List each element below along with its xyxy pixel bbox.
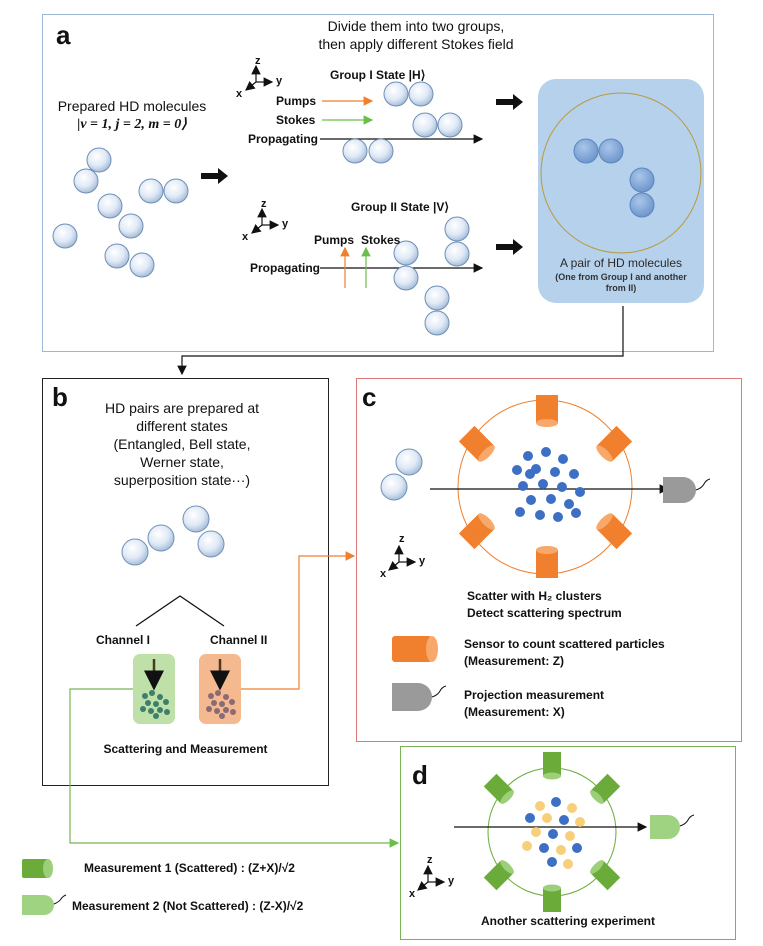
- heading-line-2: then apply different Stokes field: [318, 36, 514, 52]
- connector-b-d: [69, 688, 400, 848]
- stokes-label-1: Stokes: [276, 113, 316, 127]
- axis-x-d: x: [409, 888, 416, 900]
- panel-d-label: d: [412, 760, 428, 790]
- legend-m2: Measurement 2 (Not Scattered) : (Z-X)/√2: [72, 899, 304, 913]
- b-text-line-5: superposition state···): [113, 472, 251, 488]
- axis-y-a1: y: [276, 75, 283, 87]
- axes-icon-d: [417, 864, 446, 891]
- sensor-bottom-left: [458, 513, 495, 550]
- projection-detector-c: [663, 477, 711, 503]
- axes-icon-a1: [245, 64, 274, 91]
- legend-m2-icon: [22, 894, 67, 915]
- axis-x-c: x: [380, 568, 387, 580]
- sensor-d-bottom-right: [590, 860, 621, 891]
- b-bottom-label: Scattering and Measurement: [103, 742, 268, 756]
- proj-line-2: (Measurement: X): [464, 705, 565, 719]
- sensor-d-top-right: [590, 773, 621, 804]
- panel-c-molecules: [380, 448, 423, 501]
- axis-x-a1: x: [236, 88, 243, 100]
- scatter-line-2: Detect scattering spectrum: [467, 606, 622, 620]
- pair-box: [538, 79, 704, 303]
- channel-2-label: Channel II: [210, 633, 268, 647]
- propagating-label-1: Propagating: [248, 132, 319, 146]
- sensor-d-bottom-left: [483, 860, 514, 891]
- panel-d: [400, 746, 736, 940]
- pair-label: A pair of HD molecules: [559, 256, 683, 270]
- stokes-label-2: Stokes: [361, 233, 401, 247]
- channel2-cluster: [206, 690, 236, 719]
- prepared-label: Prepared HD molecules: [57, 98, 207, 114]
- connector-a-b: [177, 306, 624, 376]
- group2-molecules: [393, 216, 470, 336]
- legend-m1: Measurement 1 (Scattered) : (Z+X)/√2: [84, 861, 295, 875]
- axis-z-a2: z: [261, 198, 267, 210]
- panel-b-label: b: [52, 382, 68, 412]
- pumps-label-2: Pumps: [314, 233, 355, 247]
- sensor-line-1: Sensor to count scattered particles: [464, 637, 665, 651]
- scatter-line-1: Scatter with H₂ clusters: [467, 589, 602, 603]
- axis-z-a1: z: [255, 55, 261, 67]
- prepared-molecules: [52, 147, 189, 278]
- sensor-d-bottom: [543, 884, 561, 912]
- big-arrow-2: [496, 94, 523, 110]
- axis-x-a2: x: [242, 231, 249, 243]
- channel1-cluster: [140, 690, 170, 719]
- proj-line-1: Projection measurement: [464, 688, 605, 702]
- panel-a-label: a: [56, 20, 71, 50]
- h2-cluster-d: [522, 797, 585, 869]
- sensor-d-top-left: [483, 773, 514, 804]
- axis-y-c: y: [419, 555, 426, 567]
- pair-sub-line-1: (One from Group I and another: [555, 272, 687, 282]
- prepared-state: |v = 1, j = 2, m = 0⟩: [77, 117, 187, 132]
- b-text-line-3: (Entangled, Bell state,: [113, 436, 251, 452]
- big-arrow-1: [201, 168, 228, 184]
- axes-icon-a2: [251, 207, 280, 234]
- heading-line-1: Divide them into two groups,: [327, 18, 505, 34]
- axis-z-d: z: [427, 854, 433, 866]
- channel-1-label: Channel I: [96, 633, 151, 647]
- sensor-top-left: [458, 425, 495, 462]
- channel-split: [135, 595, 225, 627]
- projection-detector-d: [650, 814, 695, 839]
- panel-a: [42, 14, 714, 352]
- pair-molecules: [573, 138, 655, 218]
- legend-m1-icon: [22, 859, 53, 878]
- b-text-line-4: Werner state,: [140, 454, 224, 470]
- panel-b-molecules: [121, 505, 225, 566]
- group1-molecules: [342, 81, 463, 164]
- connector-b-c: [241, 551, 356, 690]
- pair-sub-line-2: from II): [605, 283, 637, 293]
- group1-label: Group I State |H⟩: [330, 68, 426, 82]
- legend-projection-icon: [392, 683, 447, 711]
- legend-sensor-icon: [392, 636, 438, 662]
- sensor-bottom-right: [596, 513, 633, 550]
- sensor-d-top: [543, 752, 561, 780]
- big-arrow-3: [496, 239, 523, 255]
- axis-y-d: y: [448, 875, 455, 887]
- axes-icon-c: [388, 544, 417, 571]
- pair-ring: [540, 92, 702, 254]
- panel-b: [42, 378, 329, 786]
- panel-c: [356, 378, 742, 742]
- axis-y-a2: y: [282, 218, 289, 230]
- h2-cluster-c: [512, 447, 585, 522]
- group2-label: Group II State |V⟩: [351, 200, 450, 214]
- d-caption: Another scattering experiment: [480, 914, 656, 928]
- axis-z-c: z: [399, 533, 405, 545]
- b-text-line-2: different states: [136, 418, 228, 434]
- sensor-line-2: (Measurement: Z): [464, 654, 565, 668]
- sensor-top: [536, 395, 558, 427]
- sensor-top-right: [596, 425, 633, 462]
- panel-c-label: c: [362, 382, 377, 412]
- sensor-bottom: [536, 546, 558, 578]
- propagating-label-2: Propagating: [250, 261, 321, 275]
- pumps-label-1: Pumps: [276, 94, 317, 108]
- b-text-line-1: HD pairs are prepared at: [104, 400, 260, 416]
